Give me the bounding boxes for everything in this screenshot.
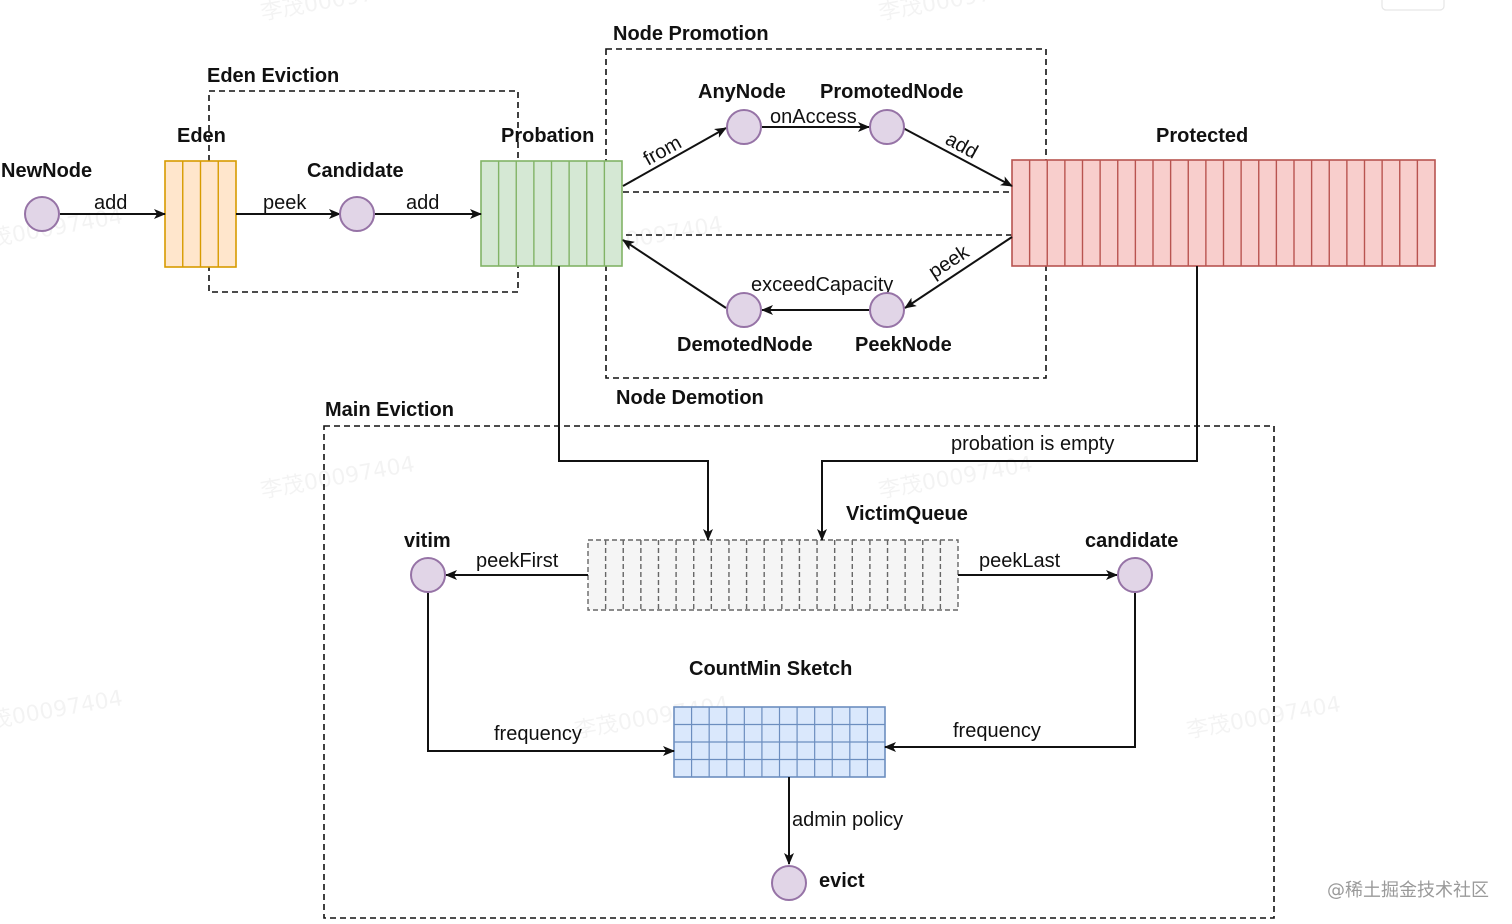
candidate-circle (339, 196, 375, 232)
edge-label-probation-empty: probation is empty (951, 433, 1114, 455)
candidate-label: Candidate (307, 160, 404, 182)
anynode-label: AnyNode (698, 81, 786, 103)
watermark: 李茂00097404 (0, 686, 125, 738)
newnode-label: NewNode (1, 160, 92, 182)
edge-label-add: add (94, 192, 127, 214)
watermark: 李茂00097404 (877, 0, 1035, 26)
eden-eviction-group (208, 90, 519, 293)
edge-probation-to-anynode (622, 127, 727, 187)
countmin-sketch-label: CountMin Sketch (689, 658, 852, 680)
edge-label-frequency: frequency (494, 723, 582, 745)
edge-label-frequency: frequency (953, 720, 1041, 742)
victim-queue (587, 539, 959, 611)
edge-protected-to-victimqueue (817, 266, 1198, 541)
candidate-main-label: candidate (1085, 530, 1178, 552)
eden-eviction-title: Eden Eviction (207, 65, 339, 87)
victim-queue-label: VictimQueue (846, 503, 968, 525)
edge-label-peeklast: peekLast (979, 550, 1061, 572)
vitim-circle (410, 557, 446, 593)
watermark: 李茂00097404 (877, 452, 1035, 504)
countmin-sketch-grid (673, 706, 886, 778)
evict-circle (771, 865, 807, 901)
edge-probation-to-victimqueue (558, 266, 713, 541)
watermark: 李茂00097404 (259, 452, 417, 504)
site-credit: @稀土掘金技术社区 (1327, 880, 1489, 901)
edge-label-add: add (406, 192, 439, 214)
edge-label-admin-policy: admin policy (792, 809, 903, 831)
promotednode-circle (869, 109, 905, 145)
eden-queue (164, 160, 237, 268)
edge-label-exceedcapacity: exceedCapacity (751, 274, 893, 296)
edge-label-peekfirst: peekFirst (476, 550, 559, 572)
top-corner-box (1381, 0, 1445, 11)
peeknode-circle (869, 292, 905, 328)
watermark: 李茂00097404 (1185, 692, 1343, 744)
peeknode-label: PeekNode (855, 334, 952, 356)
edge-label-add: add (942, 128, 982, 163)
edge-vitim-to-sketch (427, 593, 675, 756)
newnode-circle (24, 196, 60, 232)
edge-label-onaccess: onAccess (770, 106, 857, 128)
main-eviction-group (323, 425, 1275, 919)
demotednode-label: DemotedNode (677, 334, 813, 356)
main-eviction-title: Main Eviction (325, 399, 454, 421)
edge-promotednode-to-protected (902, 127, 1013, 187)
edge-label-peek: peek (925, 241, 974, 284)
edge-demotednode-to-probation (622, 239, 727, 309)
evict-label: evict (819, 870, 865, 892)
edge-candidate-to-sketch (884, 593, 1136, 752)
watermark: 李茂00097404 (259, 0, 417, 26)
protected-label: Protected (1156, 125, 1248, 147)
probation-label: Probation (501, 125, 594, 147)
node-promotion-group (605, 48, 1047, 193)
probation-queue (480, 160, 623, 267)
vitim-label: vitim (404, 530, 451, 552)
protected-queue (1011, 159, 1436, 267)
node-demotion-group (605, 234, 1047, 379)
edge-label-peek: peek (263, 192, 307, 214)
edge-protected-to-peeknode (904, 236, 1013, 309)
promotednode-label: PromotedNode (820, 81, 963, 103)
anynode-circle (726, 109, 762, 145)
demotednode-circle (726, 292, 762, 328)
candidate-main-circle (1117, 557, 1153, 593)
eden-label: Eden (177, 125, 226, 147)
node-demotion-title: Node Demotion (616, 387, 764, 409)
watermark-layer: 李茂00097404 李茂00097404 李茂00097404 李茂00097… (0, 0, 1343, 744)
node-promotion-title: Node Promotion (613, 23, 769, 45)
